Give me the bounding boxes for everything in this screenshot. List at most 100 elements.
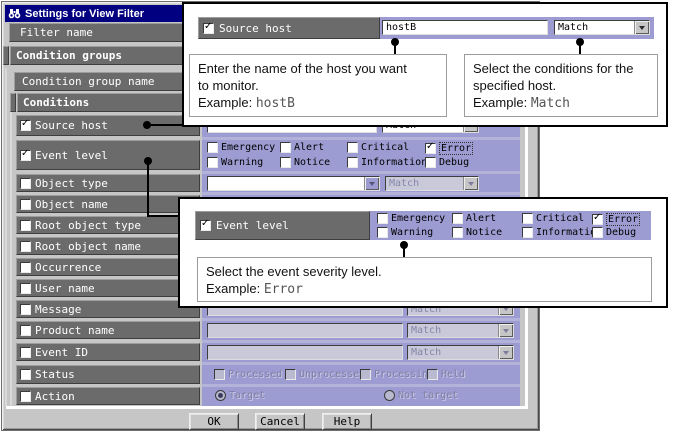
- callout-anchor-dot: [576, 38, 584, 46]
- product-name-checkbox[interactable]: [20, 324, 31, 336]
- row-separator: [202, 318, 520, 321]
- callout-leader-line: [579, 44, 581, 54]
- sidebar-item-user-name[interactable]: User name: [16, 279, 200, 297]
- event-id-checkbox[interactable]: [20, 346, 31, 358]
- sidebar-item-message[interactable]: Message: [16, 300, 200, 318]
- object-type-checkbox[interactable]: [20, 177, 31, 189]
- event-level-option-information[interactable]: Information: [347, 157, 427, 168]
- combo-value: Match: [411, 347, 442, 358]
- critical-checkbox[interactable]: [347, 142, 358, 153]
- option-label: Warning: [221, 157, 264, 168]
- sidebar-item-condition-group-name: Condition group name: [14, 72, 200, 91]
- sidebar-label: Action: [35, 389, 75, 403]
- option-label: Held: [441, 369, 466, 380]
- message-checkbox[interactable]: [20, 303, 31, 315]
- sidebar-label: Source host: [35, 119, 108, 132]
- ok-button[interactable]: OK: [189, 413, 239, 430]
- sidebar-item-root-object-name[interactable]: Root object name: [16, 237, 200, 255]
- sidebar-item-root-object-type[interactable]: Root object type: [16, 216, 200, 234]
- source-host-checkbox[interactable]: [20, 118, 31, 131]
- option-label: Processed: [228, 369, 283, 380]
- occurrence-checkbox[interactable]: [20, 261, 31, 273]
- sidebar-item-conditions: Conditions: [17, 93, 200, 112]
- debug-checkbox[interactable]: [425, 157, 436, 168]
- sidebar-item-event-id[interactable]: Event ID: [16, 343, 200, 361]
- example-line: Example: Error: [206, 280, 643, 297]
- row-separator: [202, 340, 520, 343]
- combo-value: Match: [411, 303, 442, 315]
- sidebar-label: Conditions: [23, 96, 90, 109]
- chevron-down-icon: [498, 324, 513, 337]
- help-button[interactable]: Help: [322, 413, 372, 430]
- event-level-callout: Event level Emergency Alert Critical Err…: [178, 197, 668, 308]
- notice-checkbox[interactable]: [280, 157, 291, 168]
- sidebar-item-source-host[interactable]: Source host: [16, 115, 200, 136]
- event-level-option-notice[interactable]: Notice: [280, 157, 330, 168]
- callout-leader-line: [147, 215, 179, 217]
- group-tab: [10, 93, 16, 112]
- status-option-processed: Processed: [214, 369, 282, 380]
- sidebar-item-object-type[interactable]: Object type: [16, 174, 200, 192]
- event-level-option-critical[interactable]: Critical: [347, 142, 409, 153]
- event-level-option-error[interactable]: Error: [425, 141, 474, 155]
- object-type-combo[interactable]: [207, 176, 380, 191]
- emergency-checkbox: [377, 213, 388, 224]
- event-level-option-alert: Alert: [452, 213, 496, 224]
- option-label: Emergency: [221, 142, 276, 153]
- product-name-input: [207, 323, 403, 338]
- chevron-down-icon[interactable]: [364, 177, 379, 190]
- action-checkbox[interactable]: [20, 390, 31, 402]
- option-label: Error: [606, 213, 641, 226]
- event-level-checkbox[interactable]: [20, 148, 31, 161]
- sidebar-label: Event level: [35, 148, 108, 162]
- example-label: Example:: [198, 95, 253, 110]
- chevron-down-icon: [634, 21, 649, 34]
- sidebar-item-object-name[interactable]: Object name: [16, 195, 200, 213]
- combo-value: Match: [411, 325, 442, 336]
- combo-value: Match: [389, 178, 420, 189]
- sidebar-item-occurrence[interactable]: Occurrence: [16, 258, 200, 276]
- event-level-option-warning[interactable]: Warning: [207, 157, 263, 168]
- event-level-option-debug: Debug: [592, 227, 636, 238]
- callout-field-strip: hostB Match: [380, 17, 654, 39]
- option-label: Alert: [294, 142, 325, 153]
- error-checkbox[interactable]: [425, 141, 436, 154]
- sidebar-label: Product name: [35, 323, 115, 337]
- example-line: Example: hostB: [198, 94, 438, 111]
- event-level-option-warning: Warning: [377, 227, 433, 238]
- sidebar-label: Message: [35, 302, 82, 316]
- option-label: Warning: [391, 227, 434, 238]
- event-level-option-emergency: Emergency: [377, 213, 445, 224]
- emergency-checkbox[interactable]: [207, 142, 218, 153]
- event-level-option-alert[interactable]: Alert: [280, 142, 324, 153]
- information-checkbox[interactable]: [347, 157, 358, 168]
- sidebar-item-event-level[interactable]: Event level: [16, 140, 200, 170]
- sidebar-item-status[interactable]: Status: [16, 365, 200, 384]
- callout-leader-line: [147, 161, 149, 217]
- row-label: Source host: [219, 21, 292, 35]
- option-label: Critical: [361, 142, 410, 153]
- warning-checkbox[interactable]: [207, 157, 218, 168]
- event-level-option-critical: Critical: [522, 213, 584, 224]
- sidebar-label: Condition groups: [16, 49, 122, 62]
- cancel-button[interactable]: Cancel: [255, 413, 305, 430]
- root-object-name-checkbox[interactable]: [20, 240, 31, 252]
- root-object-type-checkbox[interactable]: [20, 219, 31, 231]
- sidebar-item-product-name[interactable]: Product name: [16, 321, 200, 339]
- processed-checkbox: [214, 369, 225, 380]
- object-name-checkbox[interactable]: [20, 198, 31, 210]
- alert-checkbox[interactable]: [280, 142, 291, 153]
- callout-event-level-row: Event level: [195, 211, 370, 240]
- option-label: Alert: [466, 213, 497, 224]
- target-radio: [215, 390, 226, 401]
- description-line: Enter the name of the host you want: [198, 61, 407, 76]
- sidebar-item-action[interactable]: Action: [16, 387, 200, 405]
- row-label: Event level: [216, 219, 289, 232]
- status-checkbox[interactable]: [20, 369, 31, 380]
- event-level-option-debug[interactable]: Debug: [425, 157, 469, 168]
- example-line: Example: Match: [473, 94, 649, 111]
- debug-checkbox: [592, 227, 603, 238]
- user-name-checkbox[interactable]: [20, 282, 31, 294]
- group-groove-inner: [10, 112, 12, 406]
- event-level-option-emergency[interactable]: Emergency: [207, 142, 275, 153]
